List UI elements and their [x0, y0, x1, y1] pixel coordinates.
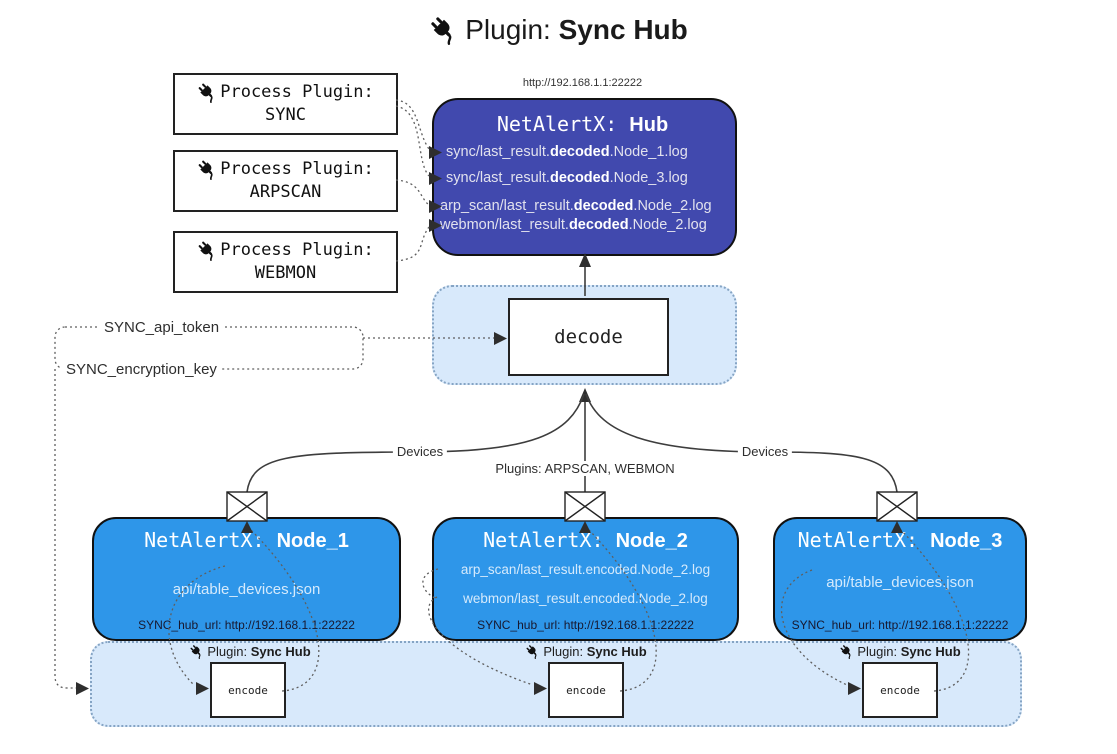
node-2-box: NetAlertX: Node_2 arp_scan/last_result.e… [432, 517, 739, 641]
arrow-up-decode [579, 388, 591, 402]
hub-log-row: arp_scan/last_result.decoded.Node_2.log [440, 198, 712, 214]
process-plugin-name: WEBMON [254, 263, 317, 283]
title-name: Sync Hub [558, 14, 688, 45]
sync-to-log2-dotted [395, 105, 430, 177]
node-1-box: NetAlertX: Node_1 api/table_devices.json… [92, 517, 401, 641]
process-plugin-arpscan: Process Plugin: ARPSCAN [173, 150, 398, 212]
sync-encryption-key-label: SYNC_encryption_key [62, 361, 221, 378]
encoder-label: Plugin: Sync Hub [525, 644, 647, 659]
encode-box-2: encode [548, 662, 624, 718]
hub-log-row: webmon/last_result.decoded.Node_2.log [440, 217, 707, 233]
node-line: webmon/last_result.encoded.Node_2.log [463, 591, 708, 606]
node-line: arp_scan/last_result.encoded.Node_2.log [460, 562, 711, 577]
plugins-edge-label: Plugins: ARPSCAN, WEBMON [491, 461, 679, 476]
process-plugin-label: Process Plugin: [220, 240, 374, 261]
node3-to-decode-curve [585, 393, 898, 493]
node-footer: SYNC_hub_url: http://192.168.1.1:22222 [791, 618, 1009, 632]
node-footer: SYNC_hub_url: http://192.168.1.1:22222 [477, 618, 694, 632]
sync-api-token-label: SYNC_api_token [100, 319, 224, 336]
decode-box: decode [508, 298, 669, 376]
devices-label-right: Devices [737, 444, 793, 459]
process-plugin-label: Process Plugin: [220, 82, 374, 103]
sync-to-log1-dotted [395, 99, 430, 150]
plug-icon [526, 645, 537, 659]
hub-title-prefix: NetAlertX: [496, 112, 630, 136]
devices-label-left: Devices [392, 444, 448, 459]
plug-icon [190, 645, 201, 659]
node-title: NetAlertX: Node_3 [797, 528, 1003, 552]
node-3-box: NetAlertX: Node_3 api/table_devices.json… [773, 517, 1027, 641]
hub-title-name: Hub [629, 114, 669, 136]
process-plugin-name: SYNC [265, 105, 306, 125]
hub-url: http://192.168.1.1:22222 [522, 77, 643, 89]
process-plugin-label: Process Plugin: [220, 159, 374, 180]
encode-box-3: encode [862, 662, 938, 718]
encode-box-1: encode [210, 662, 286, 718]
webmon-to-log4-dotted [395, 226, 430, 262]
settings-to-band-dotted [54, 369, 76, 689]
hub-log-row: sync/last_result.decoded.Node_3.log [446, 170, 688, 186]
node-title: NetAlertX: Node_2 [483, 528, 688, 552]
process-plugin-name: ARPSCAN [249, 182, 322, 202]
plug-icon [840, 645, 851, 659]
plug-icon [198, 160, 213, 181]
encoder-label: Plugin: Sync Hub [189, 644, 311, 659]
process-plugin-sync: Process Plugin: SYNC [173, 73, 398, 135]
title-prefix: Plugin: [465, 14, 559, 45]
arpscan-to-log3-dotted [395, 179, 430, 206]
node-footer: SYNC_hub_url: http://192.168.1.1:22222 [138, 618, 355, 632]
page-title: Plugin: Sync Hub [0, 14, 1117, 46]
node-line: api/table_devices.json [172, 581, 321, 598]
encoder-label: Plugin: Sync Hub [839, 644, 961, 659]
node-line: api/table_devices.json [826, 574, 974, 591]
hub-log-row: sync/last_result.decoded.Node_1.log [446, 144, 688, 160]
plug-icon [198, 83, 213, 104]
node-title: NetAlertX: Node_1 [144, 528, 349, 552]
plug-icon [198, 241, 213, 262]
node1-to-decode-curve [246, 393, 585, 493]
arrow-into-band [76, 682, 89, 695]
plug-icon [431, 17, 452, 45]
hub-title: NetAlertX: Hub [432, 112, 733, 137]
process-plugin-webmon: Process Plugin: WEBMON [173, 231, 398, 293]
